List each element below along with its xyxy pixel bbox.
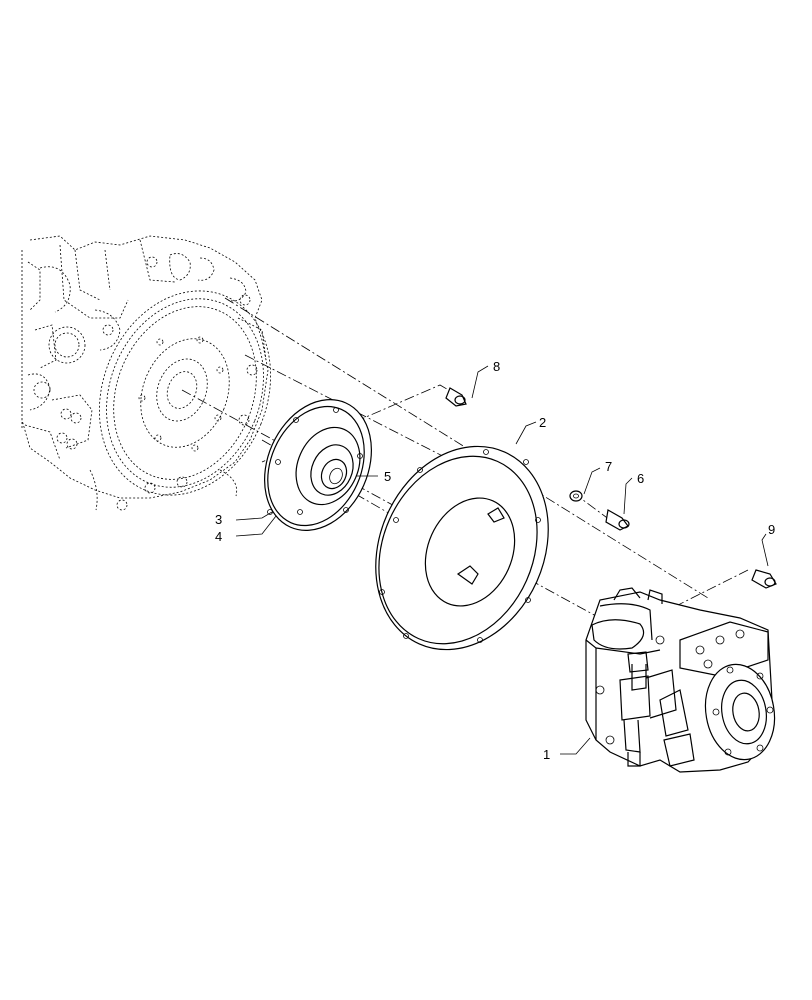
coupling-disc (264, 399, 372, 531)
bolt-8 (445, 387, 467, 407)
callout-4: 4 (215, 529, 222, 544)
callout-labels: 1 2 3 4 5 6 7 8 9 (215, 359, 775, 762)
adapter-plate (375, 445, 549, 651)
engine-block-reference (21, 235, 269, 511)
callout-1: 1 (543, 747, 550, 762)
callout-7: 7 (605, 459, 612, 474)
callout-3: 3 (215, 512, 222, 527)
bolt-6 (605, 509, 630, 531)
callout-9: 9 (768, 522, 775, 537)
callout-2: 2 (539, 415, 546, 430)
hydraulic-pump (585, 587, 776, 773)
washer-7 (569, 490, 583, 502)
leader-lines (235, 365, 769, 755)
bolt-9 (751, 569, 777, 589)
callout-8: 8 (493, 359, 500, 374)
engine-flywheel-reference (98, 290, 272, 496)
callout-6: 6 (637, 471, 644, 486)
callout-5: 5 (384, 469, 391, 484)
